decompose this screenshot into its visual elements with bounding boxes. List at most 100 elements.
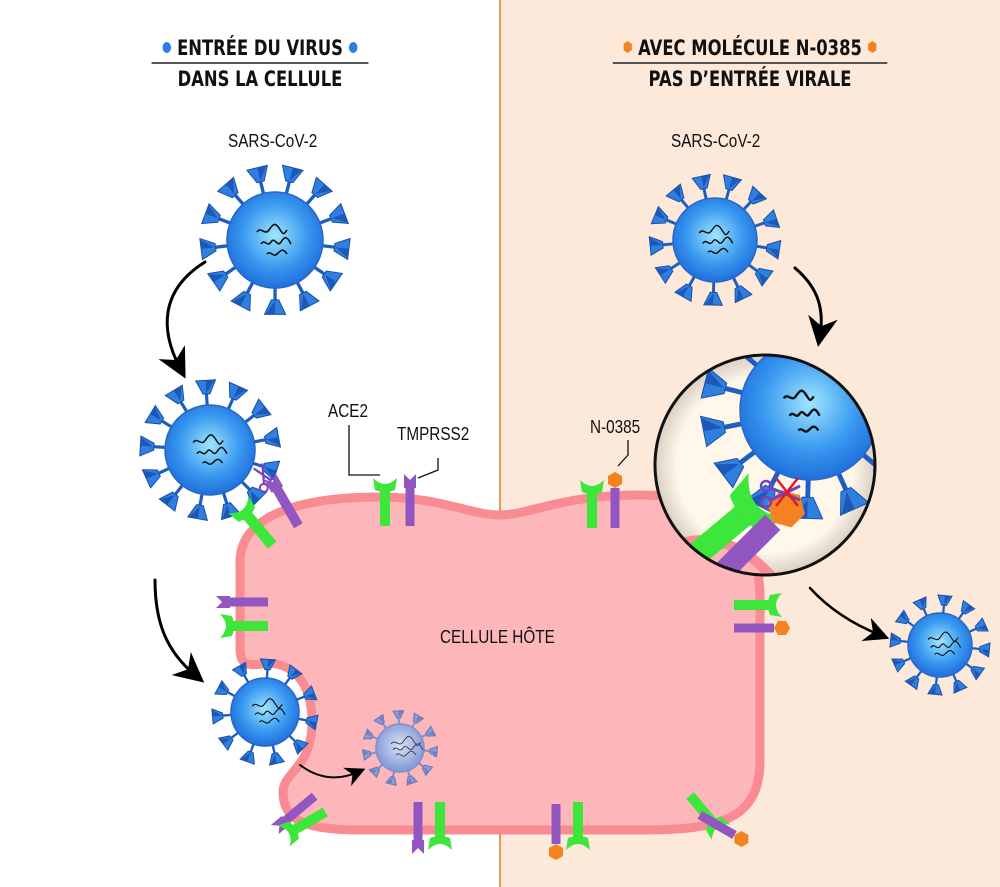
ace2-binding-cup — [768, 593, 782, 617]
spike-shade — [305, 692, 317, 700]
n0385-label: N-0385 — [590, 417, 641, 437]
tmprss2-stem — [697, 811, 737, 839]
spike-stem — [738, 355, 760, 369]
spike-protein — [158, 482, 185, 512]
spike-shade — [751, 192, 766, 201]
spike-shade — [427, 731, 436, 736]
tmprss2-stem — [281, 792, 318, 826]
spike-protein — [294, 279, 320, 312]
tmprss2-stem — [610, 488, 620, 528]
right-title-line2: PAS D’ENTRÉE VIRALE — [648, 67, 852, 91]
spike-shade — [315, 184, 332, 195]
spike-shade — [977, 624, 988, 631]
arrow-endocytosis — [153, 578, 205, 683]
spike-protein — [966, 617, 989, 634]
spike-protein — [245, 164, 269, 196]
ace2-stem — [573, 802, 583, 838]
viral-rna — [927, 631, 962, 656]
ace2-binding-cup — [277, 821, 300, 847]
scissors-handle — [759, 479, 773, 493]
spike-protein — [419, 725, 437, 739]
virus-label-right: SARS-CoV-2 — [671, 131, 761, 151]
blue-dot-icon — [349, 41, 358, 53]
spike-shade — [407, 776, 412, 785]
spike-shade — [255, 406, 271, 415]
spike-shade — [199, 239, 215, 250]
spike-protein — [199, 237, 230, 261]
ace2-binding-cup — [428, 836, 452, 850]
spike-protein — [654, 260, 683, 285]
spike-protein — [186, 492, 208, 522]
spike-protein — [320, 237, 351, 261]
spike-shade — [267, 659, 275, 669]
ace2-stem — [380, 490, 390, 526]
virus-binding — [139, 379, 282, 522]
blocked-scissors-icon — [759, 477, 801, 509]
spike-shade — [290, 669, 302, 677]
spike-protein — [311, 264, 344, 292]
spike-head — [228, 381, 249, 401]
tmprss2-head — [216, 596, 230, 608]
spike-shade — [222, 504, 231, 520]
spike-shade — [335, 247, 349, 259]
arrow-repelled — [808, 586, 890, 642]
virus-free-right — [648, 173, 782, 306]
tmprss2-receptor — [216, 596, 268, 608]
spike-shade — [173, 385, 182, 401]
spike-shade — [673, 184, 681, 199]
spike-shade — [701, 174, 710, 188]
spike-shade — [963, 604, 975, 612]
virus-envelope — [907, 612, 973, 678]
spike-shade — [218, 681, 227, 692]
tmprss2-receptor-blocked — [549, 804, 563, 860]
viral-rna — [782, 389, 821, 433]
right-title: AVEC MOLÉCULE N-0385 PAS D’ENTRÉE VIRALE — [610, 36, 891, 91]
spike-shade — [219, 738, 231, 745]
spike-shade — [205, 204, 218, 219]
tmprss2-receptor-blocked — [608, 472, 622, 528]
spike-shade — [142, 470, 158, 479]
spike-protein — [263, 285, 287, 315]
ace2-stem — [734, 600, 770, 610]
spike-shade — [767, 248, 780, 258]
spike-protein — [956, 599, 976, 622]
spike-shade — [365, 729, 372, 737]
spike-protein — [200, 202, 233, 226]
n0385-molecule — [608, 472, 622, 488]
n0385-molecule — [774, 621, 790, 635]
spike-shade — [655, 268, 671, 276]
tmprss2-label: TMPRSS2 — [397, 424, 470, 444]
spike-shade — [715, 463, 739, 476]
ace2-stem — [242, 511, 277, 549]
ace2-stem — [291, 807, 328, 835]
ace2-binding-cup — [373, 478, 397, 492]
spike-shade — [232, 294, 247, 306]
scissors-handle — [759, 495, 773, 509]
spike-shade — [765, 218, 780, 227]
spike-protein — [722, 174, 743, 202]
spike-protein — [716, 355, 760, 369]
viral-rna — [251, 698, 286, 724]
spike-shade — [301, 294, 310, 311]
ace2-receptor — [228, 496, 277, 549]
spike-shade — [250, 490, 260, 506]
blue-dot-icon — [162, 41, 171, 53]
n0385-molecule — [734, 830, 749, 848]
spike-shade — [736, 288, 744, 303]
spike-shade — [240, 752, 251, 762]
tmprss2-receptor — [263, 472, 303, 529]
viral-rna — [256, 223, 292, 256]
scissors-blades — [253, 463, 272, 485]
spike-protein — [894, 609, 917, 629]
arrow-internalization — [299, 764, 366, 787]
spike-shade — [704, 293, 714, 306]
viral-rna — [390, 735, 424, 757]
viral-rna — [698, 224, 734, 255]
tmprss2-receptor — [404, 474, 416, 526]
tmprss2-stem — [405, 486, 415, 526]
spike-shade — [649, 237, 662, 246]
virus-envelope — [226, 191, 324, 289]
spike-shade — [415, 715, 423, 722]
spike-shade — [160, 495, 175, 505]
